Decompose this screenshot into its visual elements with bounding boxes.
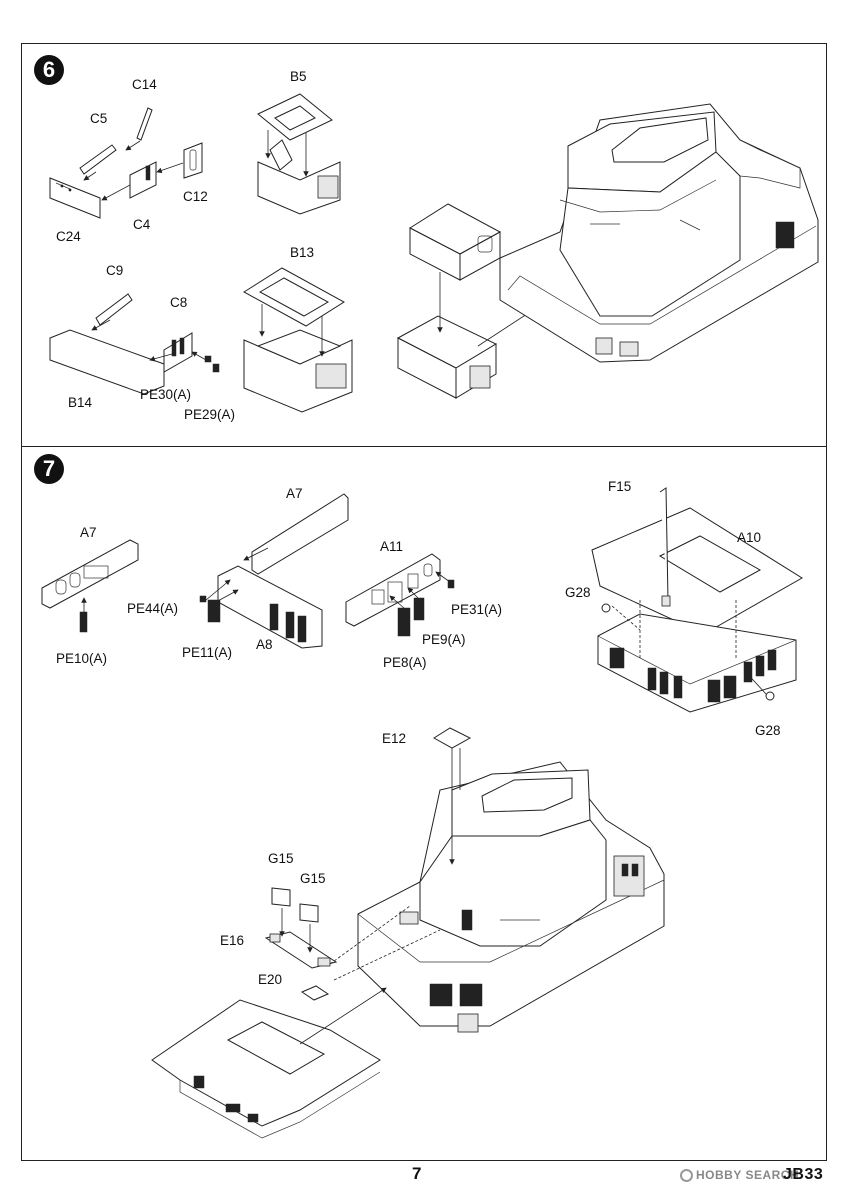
- part-g15-e16-e20: [264, 887, 441, 1001]
- part-label: B14: [68, 395, 93, 410]
- part-label: G28: [565, 585, 591, 600]
- part-label: G15: [268, 851, 294, 866]
- step6-hull: [499, 103, 819, 363]
- part-label: A11: [380, 539, 404, 554]
- part-label: C4: [133, 217, 151, 232]
- part-label: PE31(A): [451, 602, 503, 617]
- part-label: G15: [300, 871, 326, 886]
- part-a10-assembly: [591, 487, 803, 713]
- step-number-badge: 7: [34, 454, 64, 484]
- part-label: C14: [132, 77, 157, 92]
- part-label: PE30(A): [140, 387, 192, 402]
- part-label: E16: [220, 933, 245, 948]
- part-label: C5: [90, 111, 108, 126]
- part-label: C8: [170, 295, 188, 310]
- part-label: A7: [286, 486, 303, 501]
- part-label: A10: [737, 530, 762, 545]
- part-a11-assembly: [345, 553, 455, 637]
- step-number-badge: 6: [34, 55, 64, 85]
- part-label: PE29(A): [184, 407, 236, 422]
- part-b13-assembly: [243, 267, 353, 413]
- page-number: 7: [412, 1164, 422, 1183]
- watermark-logo-icon: [680, 1168, 693, 1182]
- floor-plate: [151, 987, 387, 1139]
- step-divider: [21, 446, 827, 447]
- part-label: C9: [106, 263, 124, 278]
- part-a8-assembly: [199, 493, 349, 649]
- page-frame: [21, 43, 827, 1161]
- part-label: PE11(A): [182, 645, 233, 660]
- part-b5-assembly: [257, 93, 341, 215]
- part-label: C12: [183, 189, 208, 204]
- step6-subassembly: [396, 203, 577, 399]
- part-c24-assembly: [49, 107, 203, 219]
- step7-hull: [357, 727, 665, 1033]
- watermark: HOBBY SEARCH: [678, 1168, 802, 1182]
- watermark-text: HOBBY SEARCH: [696, 1168, 800, 1182]
- part-label: PE44(A): [127, 601, 179, 616]
- part-a7-left: [41, 539, 139, 633]
- kit-code: JB33: [783, 1166, 824, 1183]
- part-b14-assembly: [49, 293, 220, 395]
- part-label: E20: [258, 972, 283, 987]
- part-label: PE9(A): [422, 632, 466, 647]
- part-label: PE8(A): [383, 655, 427, 670]
- part-label: E12: [382, 731, 407, 746]
- part-label: G28: [755, 723, 781, 738]
- part-label: A7: [80, 525, 97, 540]
- part-label: A8: [256, 637, 273, 652]
- part-label: C24: [56, 229, 81, 244]
- part-label: PE10(A): [56, 651, 108, 666]
- part-label: B13: [290, 245, 315, 260]
- part-label: F15: [608, 479, 632, 494]
- part-label: B5: [290, 69, 307, 84]
